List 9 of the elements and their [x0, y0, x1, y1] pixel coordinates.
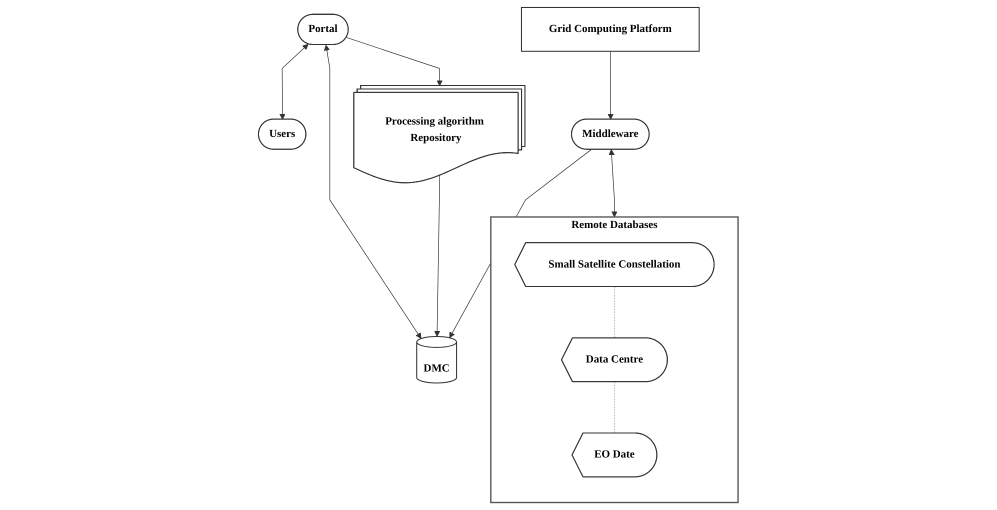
arrow — [280, 44, 309, 120]
connector — [614, 286, 616, 339]
arrow — [608, 149, 618, 218]
arrow — [324, 44, 422, 339]
connector — [614, 382, 616, 434]
node-box: Grid Computing Platform — [521, 6, 700, 52]
arrow — [346, 37, 443, 86]
arrow — [434, 175, 440, 337]
arrow — [608, 50, 614, 120]
